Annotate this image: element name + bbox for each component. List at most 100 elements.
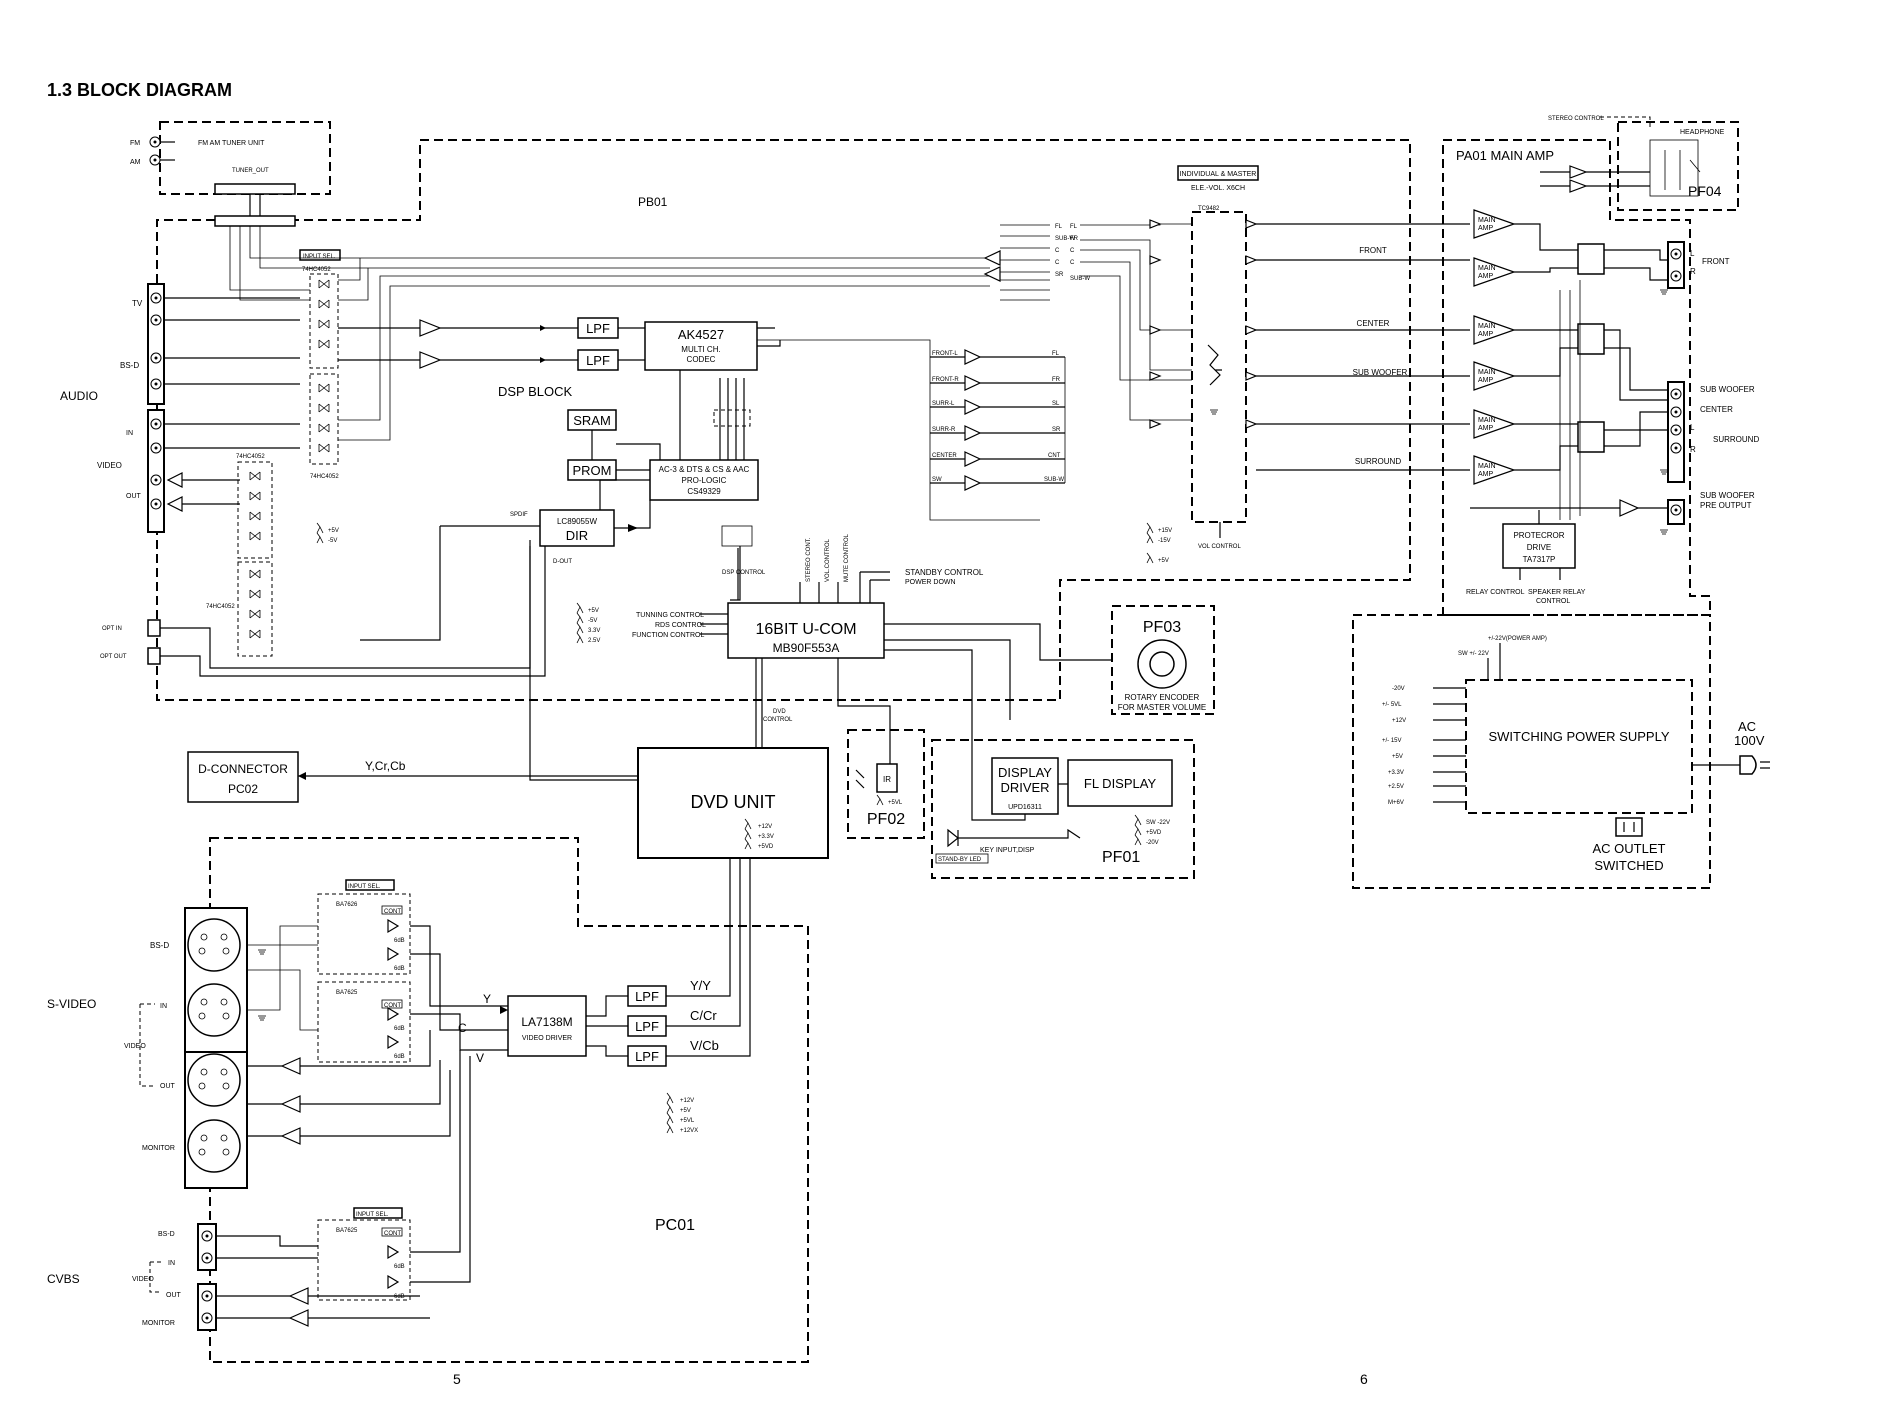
- main_amp-amp-label: AMP: [1478, 425, 1494, 432]
- d-connector-label: D-CONNECTOR: [198, 762, 288, 776]
- video-p12-label: +12V: [680, 1098, 694, 1104]
- ac-outlet-icon: [1615, 817, 1643, 837]
- dvd-control-label2: CONTROL: [763, 717, 793, 723]
- ac-outlet-switched-label: SWITCHED: [1594, 858, 1663, 873]
- main_amp-surround-label: SURROUND: [1713, 435, 1759, 444]
- main_amp-amp-label: AMP: [1478, 331, 1494, 338]
- pf02_board-v5-label: +5VL: [888, 800, 903, 806]
- video-v-label: V: [476, 1051, 484, 1065]
- pf01-board: [931, 739, 1195, 879]
- ac3-line2: PRO-LOGIC: [682, 476, 727, 485]
- front-speaker-label: FRONT: [1702, 257, 1730, 266]
- ele-vol-line1: INDIVIDUAL & MASTER: [1180, 171, 1257, 178]
- relay-front: [1577, 243, 1605, 275]
- power_dsp-m5-label: -5V: [328, 538, 337, 544]
- main_amp-main-label: MAIN: [1478, 369, 1496, 376]
- video-cont-label: CONT: [384, 1003, 401, 1009]
- speaker-relay-label1: SPEAKER RELAY: [1528, 589, 1586, 596]
- video-yy-label: Y/Y: [690, 978, 711, 993]
- dsp-sr-label: SR: [1055, 272, 1064, 278]
- video-lpf-label: LPF: [635, 1049, 659, 1064]
- prom-label: PROM: [573, 463, 612, 478]
- video-ccr-label: C/Cr: [690, 1008, 717, 1023]
- psu-sw22-label: SW +/- 22V: [1458, 651, 1489, 657]
- pf03-label: PF03: [1143, 619, 1181, 636]
- ir-label: IR: [883, 775, 891, 784]
- ac-plug-icon: [1739, 755, 1757, 775]
- power-down-label: POWER DOWN: [905, 579, 956, 586]
- sub-woofer-channel-label: SUB WOOFER: [1353, 368, 1408, 377]
- dir-label: DIR: [566, 528, 588, 543]
- ic-74hc4052-d: 74HC4052: [206, 604, 235, 610]
- video-video-label: VIDEO: [132, 1276, 154, 1283]
- ac-voltage-label: 100V: [1734, 733, 1765, 748]
- opt-out-label: OPT OUT: [100, 654, 127, 660]
- speaker-relay-label2: CONTROL: [1536, 598, 1570, 605]
- display-driver: [991, 757, 1059, 815]
- ucom-chip: [727, 602, 885, 659]
- headphone-label: HEADPHONE: [1680, 129, 1725, 136]
- main_amp-main-label: MAIN: [1478, 417, 1496, 424]
- d-connector: [187, 751, 299, 803]
- psu-title: SWITCHING POWER SUPPLY: [1488, 729, 1669, 744]
- dsp-cnt-label: CNT: [1048, 453, 1061, 459]
- am-label: AM: [130, 159, 141, 166]
- video-vcb-label: V/Cb: [690, 1038, 719, 1053]
- pf01_board-display_driver_1-label: DISPLAY: [998, 765, 1052, 780]
- ele-vol-box: [1177, 165, 1259, 181]
- psu-rail-label: -20V: [1392, 686, 1405, 692]
- audio-in-label: IN: [126, 430, 133, 437]
- video-input_sel-label: INPUT SEL.: [348, 884, 381, 890]
- video-db-label: 6dB: [394, 1294, 405, 1300]
- mute-control-label: MUTE CONTROL: [844, 533, 850, 582]
- standby-led-icon: [947, 828, 959, 848]
- d-connector-part: PC02: [228, 782, 258, 796]
- fm-jack-icon: [149, 136, 161, 148]
- standby-led-label: STAND-BY LED: [938, 857, 982, 863]
- surround-channel-label: SURROUND: [1355, 457, 1401, 466]
- spdif-label: SPDIF: [510, 512, 528, 518]
- audio-tv-label: TV: [132, 299, 143, 308]
- psu-rail-label: +3.3V: [1388, 770, 1404, 776]
- standby-control-label: STANDBY CONTROL: [905, 568, 984, 577]
- pf01_board-sw22-label: SW -22V: [1146, 820, 1170, 826]
- pf03-board: [1111, 605, 1215, 715]
- video-cont-label: CONT: [384, 909, 401, 915]
- main_amp-center-label: CENTER: [1700, 405, 1733, 414]
- power_dsp-p5-label: +5V: [588, 608, 599, 614]
- pf02-label: PF02: [867, 811, 905, 828]
- video-lpf-label: LPF: [635, 1019, 659, 1034]
- dsp-surr_r-label: SURR-R: [932, 427, 956, 433]
- opt-out-port: [147, 647, 161, 665]
- power_dsp-m5-label: -5V: [588, 618, 597, 624]
- video-db-label: 6dB: [394, 1026, 405, 1032]
- main-amp-stages: [1473, 209, 1516, 485]
- audio-group-label: AUDIO: [60, 389, 98, 403]
- dsp-fl-label: FL: [1055, 224, 1063, 230]
- page-title: 1.3 BLOCK DIAGRAM: [47, 80, 232, 100]
- relay-center: [1577, 323, 1605, 355]
- psu-rail-label: M+6V: [1388, 800, 1404, 806]
- video-in-label: IN: [160, 1003, 167, 1010]
- dsp-fl-label: FL: [1052, 351, 1060, 357]
- ucom-title: 16BIT U-COM: [755, 621, 856, 638]
- video-monitor-label: MONITOR: [142, 1320, 175, 1327]
- dsp-front_r-label: FRONT-R: [932, 377, 959, 383]
- relay-surround: [1577, 421, 1605, 453]
- tuner-out-label: TUNER_OUT: [232, 168, 269, 174]
- ac-label: AC: [1738, 719, 1756, 734]
- video-la_1-label: LA7138M: [521, 1015, 572, 1029]
- pa01-board: [1442, 139, 1711, 616]
- psu-rails: [1433, 687, 1466, 803]
- svideo-label: S-VIDEO: [47, 997, 96, 1011]
- power_dsp-p15-label: +15V: [1158, 528, 1172, 534]
- main_amp-sub_woofer-label: SUB WOOFER: [1700, 385, 1755, 394]
- video-la_2-label: VIDEO DRIVER: [522, 1035, 572, 1042]
- main_amp-prot_3-label: TA7317P: [1523, 555, 1556, 564]
- dsp-block-label: DSP BLOCK: [498, 384, 573, 399]
- cvbs-label: CVBS: [47, 1272, 80, 1286]
- ba7625-selector-1: [317, 981, 411, 1063]
- fl-display: [1067, 759, 1173, 807]
- center-channel-label: CENTER: [1357, 319, 1390, 328]
